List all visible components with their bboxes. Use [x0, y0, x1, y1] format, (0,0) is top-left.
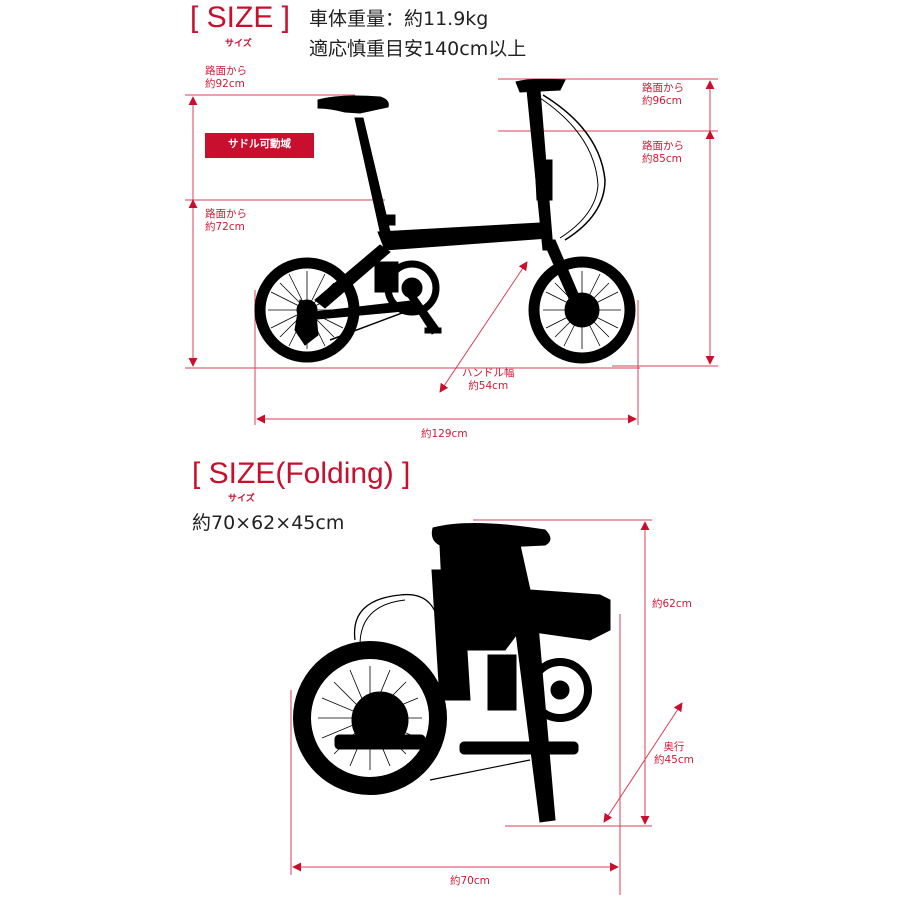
folded-depth-label: 奥行 約45cm — [654, 741, 694, 766]
folded-size-spec: 約70×62×45cm — [192, 512, 345, 534]
folded-bike-silhouette — [293, 522, 611, 823]
top-dimension-lines — [185, 78, 718, 425]
folded-height-label: 約62cm — [652, 598, 692, 610]
weight-spec: 車体重量：約11.9kg — [309, 8, 489, 30]
folding-title: [ SIZE(Folding) ] — [192, 457, 411, 490]
rider-height-spec: 適応慎重目安140cm以上 — [309, 38, 527, 60]
folded-width-label: 約70cm — [450, 875, 490, 887]
handle-max-label: 路面から 約96cm — [642, 82, 684, 107]
folding-title-kana: サイズ — [228, 494, 255, 504]
size-title-kana: サイズ — [225, 39, 252, 49]
handle-width-label: ハンドル幅 約54cm — [462, 367, 515, 392]
saddle-max-label: 路面から 約92cm — [205, 65, 247, 90]
bike-silhouette — [254, 78, 636, 364]
saddle-min-label: 路面から 約72cm — [205, 208, 247, 233]
handle-min-label: 路面から 約85cm — [642, 140, 684, 165]
saddle-range-badge: サドル可動域 — [205, 133, 314, 158]
length-label: 約129cm — [421, 428, 468, 440]
size-title: [ SIZE ] — [190, 1, 291, 34]
folding-dimension-lines — [290, 519, 683, 895]
